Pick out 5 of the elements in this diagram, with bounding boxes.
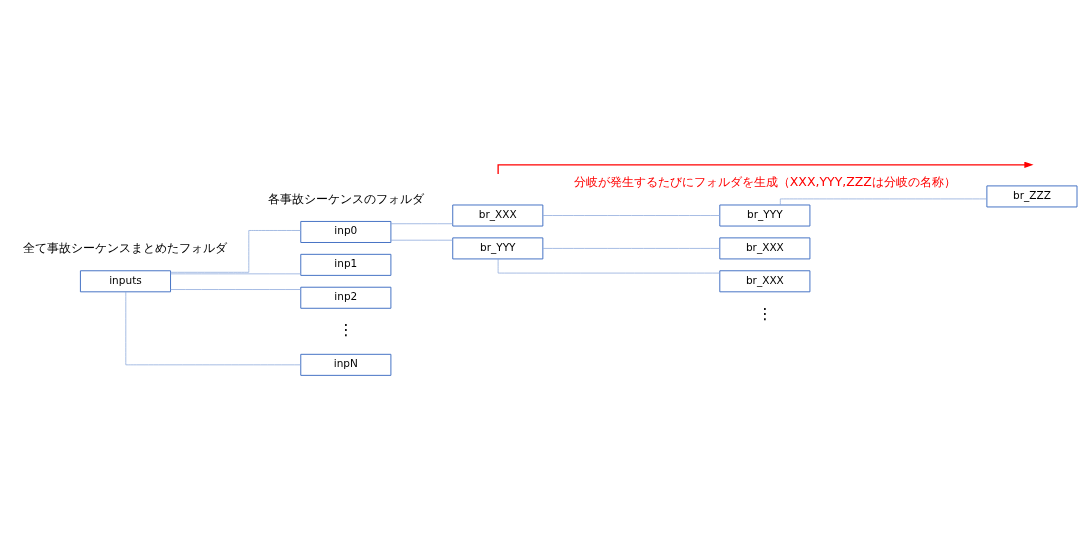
label: ⋮ xyxy=(337,319,354,339)
label: 全て事故シーケンスまとめたフォルダ xyxy=(23,239,228,255)
label: ⋮ xyxy=(756,303,773,323)
label: 各事故シーケンスのフォルダ xyxy=(267,190,424,206)
label: 分岐が発生するたびにフォルダを生成（XXX,YYY,ZZZは分岐の名称） xyxy=(573,173,956,189)
